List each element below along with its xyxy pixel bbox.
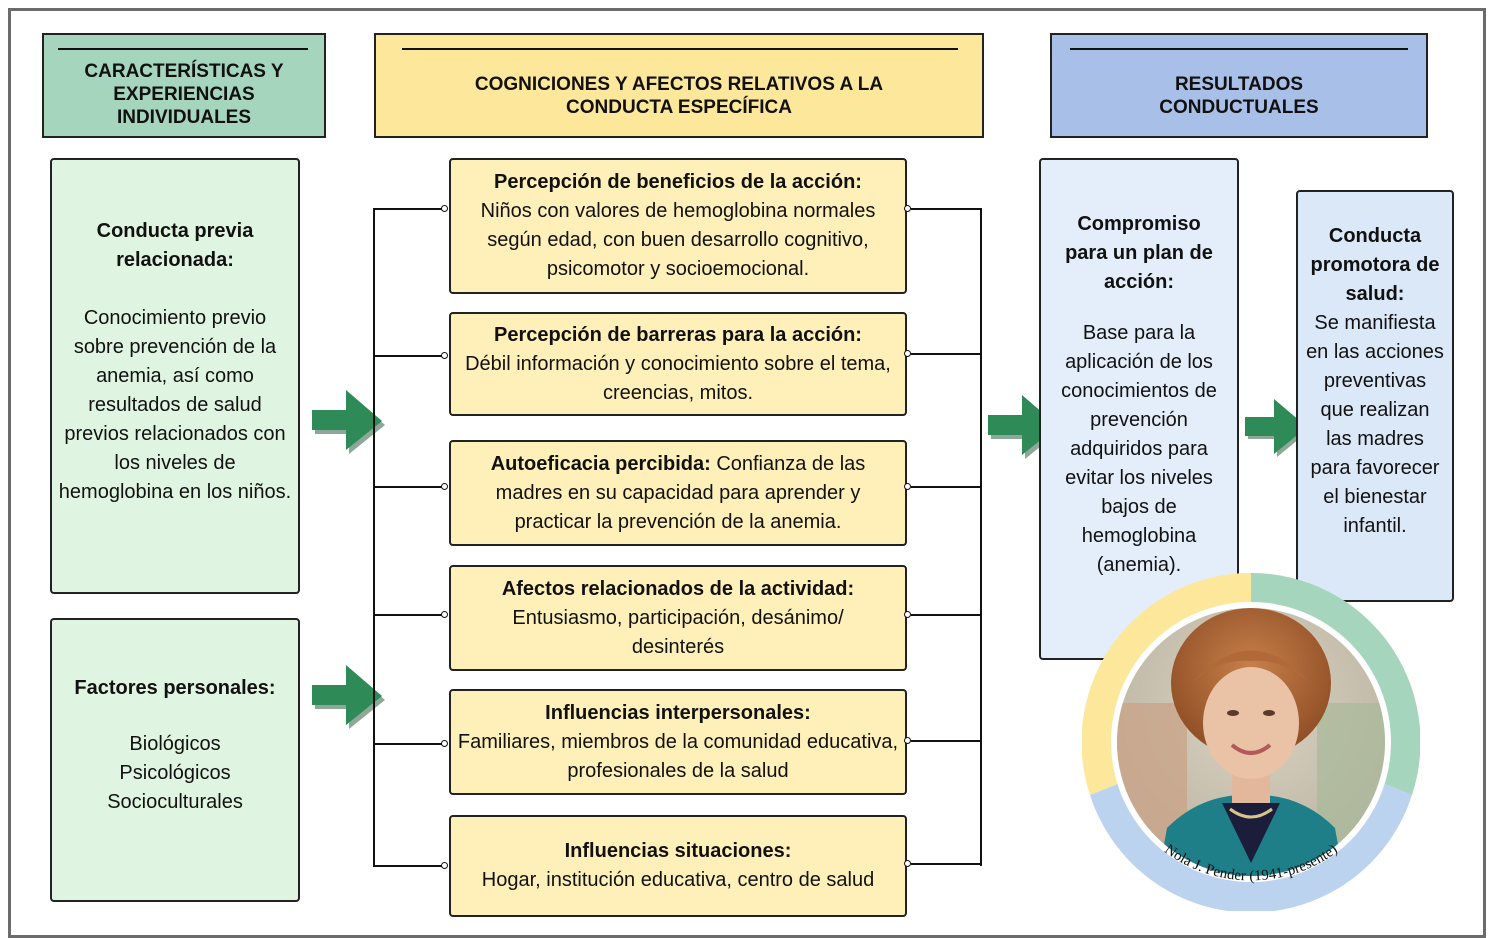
barreras-title: Percepción de barreras para la acción: xyxy=(494,323,862,346)
connector-dot xyxy=(904,737,911,744)
afectos-text: Entusiasmo, participación, desánimo/ des… xyxy=(512,606,844,658)
arrow-right-icon xyxy=(312,390,385,454)
header-cognitions-line1: COGNICIONES Y AFECTOS RELATIVOS A LA xyxy=(474,73,884,95)
connector xyxy=(373,865,444,867)
right-bracket-line xyxy=(980,208,982,866)
connector xyxy=(911,740,982,742)
connector-dot xyxy=(904,205,911,212)
header-rule xyxy=(58,48,308,50)
connector-dot xyxy=(441,483,448,490)
connector xyxy=(373,355,444,357)
box-autoeficacia: Autoeficacia percibida: Confianza de las… xyxy=(449,440,907,546)
header-rule xyxy=(1070,48,1408,50)
box-conducta-previa: Conducta previa relacionada: Conocimient… xyxy=(50,158,300,594)
connector-dot xyxy=(441,862,448,869)
connector-dot xyxy=(441,740,448,747)
factores-personales-title: Factores personales: xyxy=(74,677,276,699)
header-rule xyxy=(402,48,958,50)
autoeficacia-text: Autoeficacia percibida: Confianza de las… xyxy=(457,450,899,537)
conducta-previa-title: Conducta previa relacionada: xyxy=(96,220,254,271)
header-results-line1: RESULTADOS xyxy=(1174,73,1304,95)
box-afectos: Afectos relacionados de la actividad: En… xyxy=(449,565,907,671)
connector xyxy=(911,353,982,355)
box-interpersonales: Influencias interpersonales: Familiares,… xyxy=(449,689,907,795)
connector xyxy=(373,743,444,745)
situaciones-text: Hogar, institución educativa, centro de … xyxy=(481,869,875,891)
connector xyxy=(373,614,444,616)
portrait-nola-pender: Nola J. Pender (1941-presente) xyxy=(1082,573,1420,911)
barreras-text: Débil información y conocimiento sobre e… xyxy=(465,352,891,404)
header-results-line2: CONDUCTUALES xyxy=(1159,96,1319,118)
connector-dot xyxy=(441,611,448,618)
situaciones-title: Influencias situaciones: xyxy=(564,840,792,862)
conducta-promotora-text: Se manifiesta en las acciones preventiva… xyxy=(1306,312,1444,537)
connector xyxy=(911,614,982,616)
header-characteristics-text: CARACTERÍSTICAS Y EXPERIENCIAS INDIVIDUA… xyxy=(84,61,284,128)
beneficios-title: Percepción de beneficios de la acción: xyxy=(494,171,862,193)
connector xyxy=(911,208,982,210)
arrow-right-icon xyxy=(312,665,385,729)
afectos-title: Afectos relacionados de la actividad: xyxy=(501,577,855,600)
header-characteristics: CARACTERÍSTICAS Y EXPERIENCIAS INDIVIDUA… xyxy=(42,33,326,138)
box-barreras: Percepción de barreras para la acción: D… xyxy=(449,312,907,416)
connector-dot xyxy=(904,350,911,357)
interpersonales-text: Familiares, miembros de la comunidad edu… xyxy=(457,730,899,782)
connector-dot xyxy=(904,483,911,490)
box-compromiso: Compromiso para un plan de acción: Base … xyxy=(1039,158,1239,660)
connector xyxy=(911,486,982,488)
header-cognitions-line2: CONDUCTA ESPECÍFICA xyxy=(566,96,792,118)
conducta-promotora-title: Conducta promotora de salud: xyxy=(1310,225,1440,305)
connector xyxy=(373,486,444,488)
box-situaciones: Influencias situaciones: Hogar, instituc… xyxy=(449,815,907,917)
arrow-right-icon xyxy=(1245,399,1310,457)
factores-item: Biológicos xyxy=(129,733,221,755)
connector xyxy=(911,863,982,865)
conducta-previa-text: Conocimiento previo sobre prevención de … xyxy=(58,307,292,503)
interpersonales-title: Influencias interpersonales: xyxy=(545,701,811,724)
factores-item: Psicológicos xyxy=(119,762,231,784)
left-bracket-line xyxy=(373,208,375,866)
header-results: RESULTADOS CONDUCTUALES xyxy=(1050,33,1428,138)
beneficios-text: Niños con valores de hemoglobina normale… xyxy=(480,200,876,280)
autoeficacia-title: Autoeficacia percibida: xyxy=(490,452,711,475)
factores-item: Socioculturales xyxy=(107,791,243,813)
connector xyxy=(373,208,444,210)
compromiso-title: Compromiso para un plan de acción: xyxy=(1065,213,1213,293)
connector-dot xyxy=(441,352,448,359)
compromiso-text: Base para la aplicación de los conocimie… xyxy=(1061,322,1217,576)
connector-dot xyxy=(441,205,448,212)
box-factores-personales: Factores personales: Biológicos Psicológ… xyxy=(50,618,300,902)
box-beneficios: Percepción de beneficios de la acción: N… xyxy=(449,158,907,294)
header-cognitions: COGNICIONES Y AFECTOS RELATIVOS A LA CON… xyxy=(374,33,984,138)
connector-dot xyxy=(904,611,911,618)
box-conducta-promotora: Conducta promotora de salud: Se manifies… xyxy=(1296,190,1454,602)
connector-dot xyxy=(904,860,911,867)
autoeficacia-body: Confianza de las madres en su capacidad … xyxy=(495,452,866,533)
